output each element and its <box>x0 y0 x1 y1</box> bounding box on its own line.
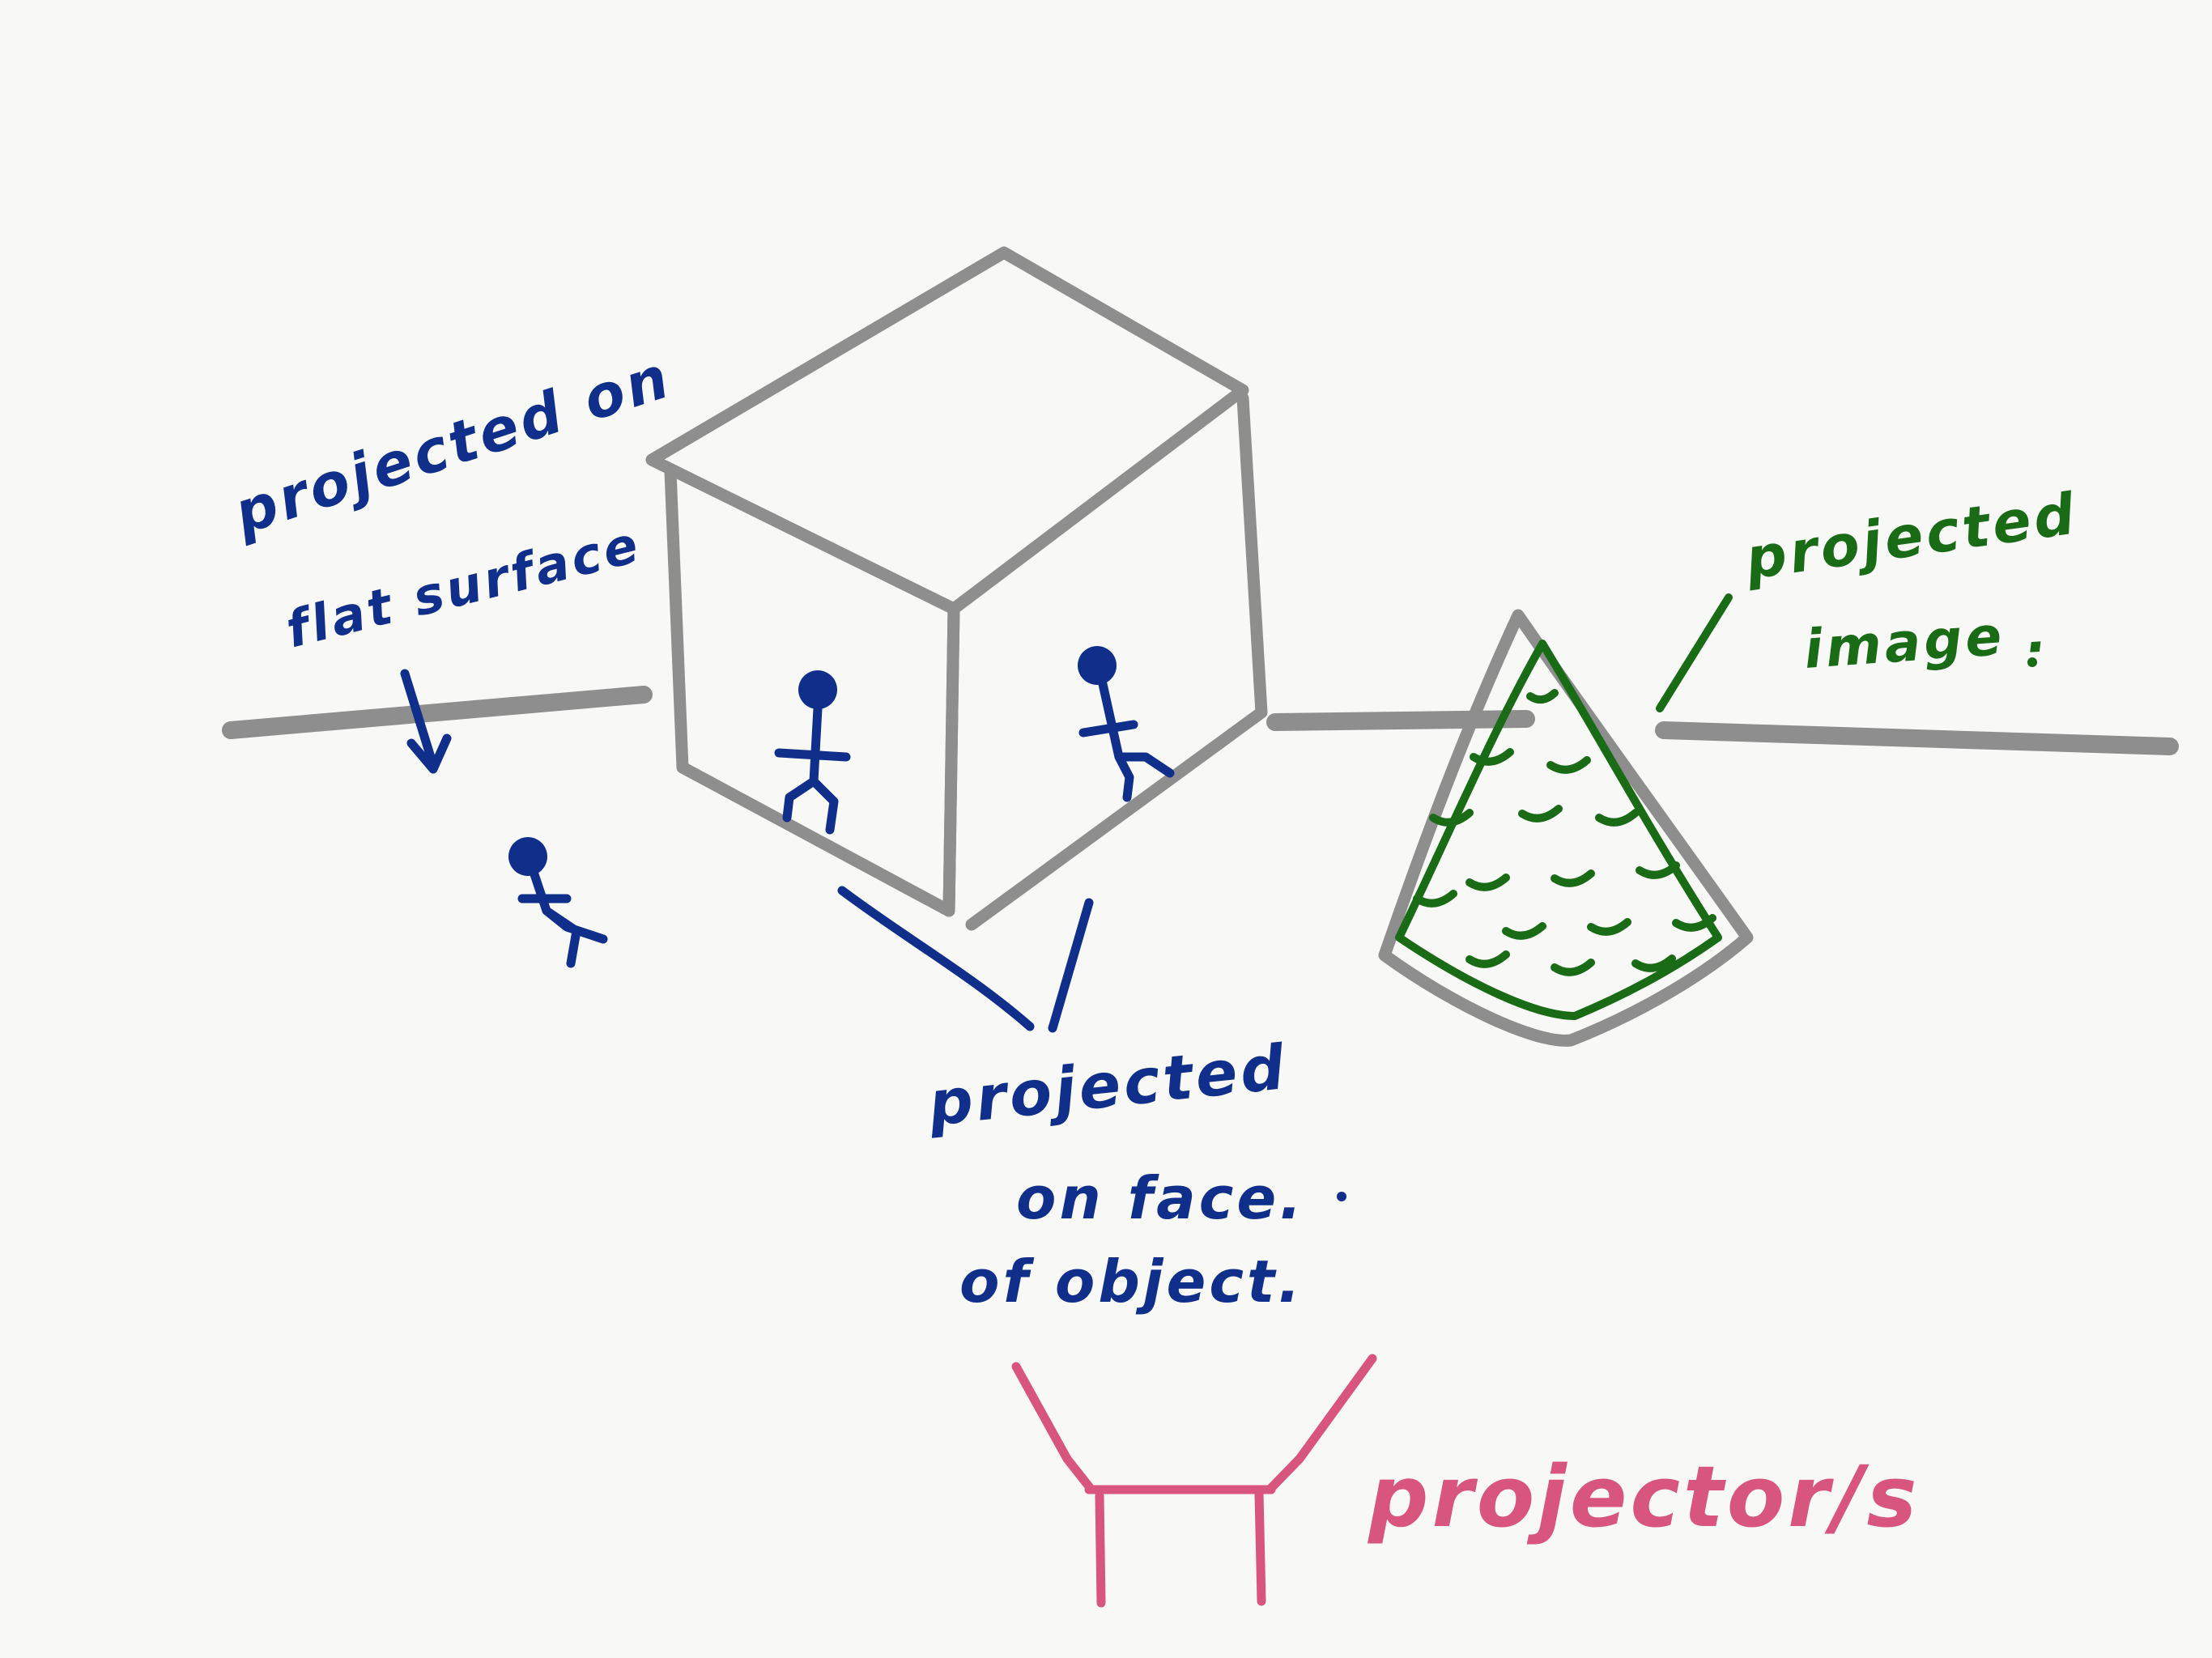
projector-icon <box>1011 1354 1377 1608</box>
label-flat-line2: flat surface <box>280 514 647 659</box>
stick-figure-right-face <box>1078 646 1175 802</box>
stick-figure-floor <box>508 837 608 968</box>
cube-object <box>645 246 1268 931</box>
label-face-line1: projected <box>925 1031 1291 1140</box>
stick-figure-left-face <box>774 670 851 835</box>
face-leaders <box>837 886 1346 1201</box>
label-face-line3: of object. <box>959 1248 1304 1316</box>
ground-line <box>222 686 2179 755</box>
label-projector: projector/s <box>1367 1448 1920 1546</box>
label-face-line2: on face. <box>1016 1164 1305 1232</box>
label-image-line2: image . <box>1802 602 2052 681</box>
green-projected-image <box>1395 640 1722 1020</box>
green-dot <box>2027 657 2037 667</box>
label-flat-line1: projected on <box>225 342 679 548</box>
blue-dot <box>1337 1192 1346 1201</box>
image-leader <box>1656 593 2037 712</box>
label-image-line1: projected <box>1741 480 2082 593</box>
flat-arrow <box>400 669 452 774</box>
cone-object <box>1378 609 1754 1047</box>
